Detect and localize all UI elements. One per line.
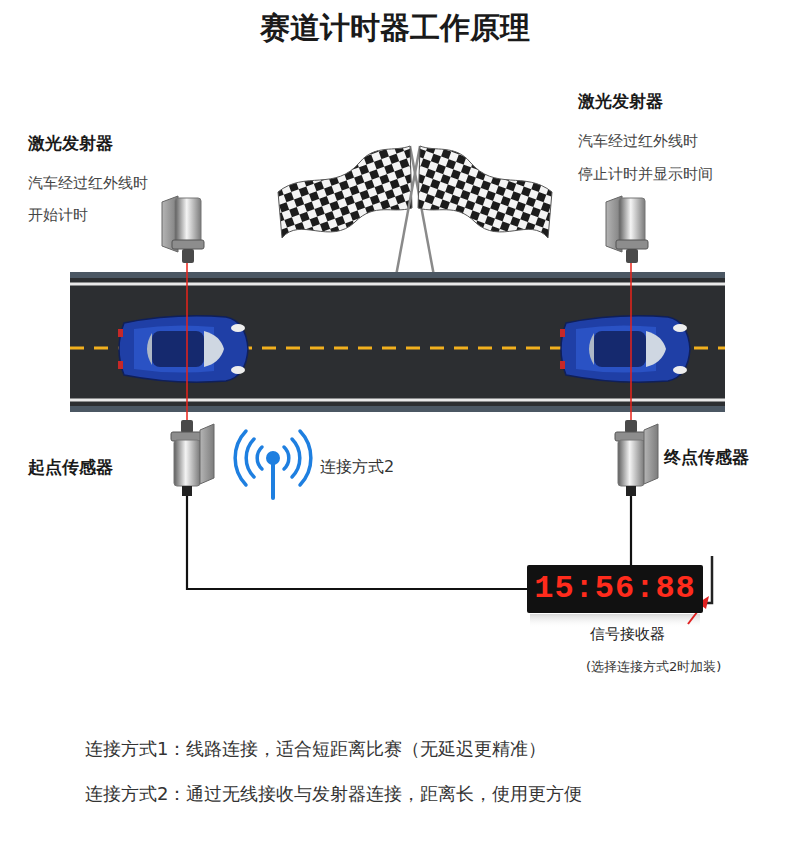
laser-emitter-icon — [162, 196, 204, 263]
lane-line — [70, 399, 725, 402]
sensors — [162, 196, 658, 496]
race-car — [118, 316, 248, 382]
emitter-heading: 激光发射器 — [28, 131, 178, 155]
emitter-heading: 激光发射器 — [578, 89, 778, 113]
laser-beam — [630, 263, 632, 420]
wireless-icon — [235, 431, 311, 498]
signal-wave — [235, 431, 246, 485]
timer-digits: 15:56:88 — [534, 565, 696, 613]
diagram-title: 赛道计时器工作原理 — [0, 8, 790, 48]
sensor-icon — [171, 420, 214, 496]
signal-wave — [257, 447, 262, 469]
signal-wave — [246, 439, 254, 477]
signal-wave — [300, 431, 311, 485]
laser-emitter: 激光发射器汽车经过红外线时 停止计时并显示时间 — [602, 195, 660, 263]
laser-beam — [186, 263, 188, 420]
antenna-dot — [266, 451, 280, 465]
signal-wave — [292, 439, 300, 477]
connection-label: 连接方式2 — [320, 456, 394, 478]
signal-wave — [284, 447, 289, 469]
signal-wire — [630, 496, 632, 565]
connection-note: 连接方式2：通过无线接收与发射器连接，距离长，使用更方便 — [85, 782, 582, 806]
lane-line — [70, 283, 725, 286]
race-car — [560, 316, 690, 382]
cars — [118, 316, 690, 382]
receiver-note: (选择连接方式2时加装) — [586, 657, 721, 676]
emitter-note: 汽车经过红外线时 停止计时并显示时间 — [578, 125, 778, 191]
laser-emitter: 激光发射器汽车经过红外线时 开始计时 — [158, 195, 216, 263]
road — [70, 272, 725, 412]
checkered-flag — [396, 146, 552, 276]
antenna-stem — [271, 462, 275, 498]
receiver-label: 信号接收器 — [590, 624, 665, 645]
signal-wire — [187, 496, 527, 589]
finish-sensor: 终点传感器 — [602, 420, 660, 496]
sensor-label: 终点传感器 — [664, 445, 774, 469]
checkered-flags — [278, 146, 552, 276]
connection-note: 连接方式1：线路连接，适合短距离比赛（无延迟更精准） — [85, 737, 546, 761]
checkered-flag — [278, 146, 434, 276]
sensor-label: 起点传感器 — [28, 455, 138, 479]
race-track — [70, 272, 725, 412]
sensor-icon — [615, 420, 658, 496]
road-edge — [70, 406, 725, 412]
laser-emitter-icon — [606, 196, 648, 263]
start-sensor: 起点传感器 — [158, 420, 216, 496]
emitter-note: 汽车经过红外线时 开始计时 — [28, 167, 178, 231]
road-edge — [70, 272, 725, 278]
timer-display: 15:56:88 — [527, 565, 703, 613]
